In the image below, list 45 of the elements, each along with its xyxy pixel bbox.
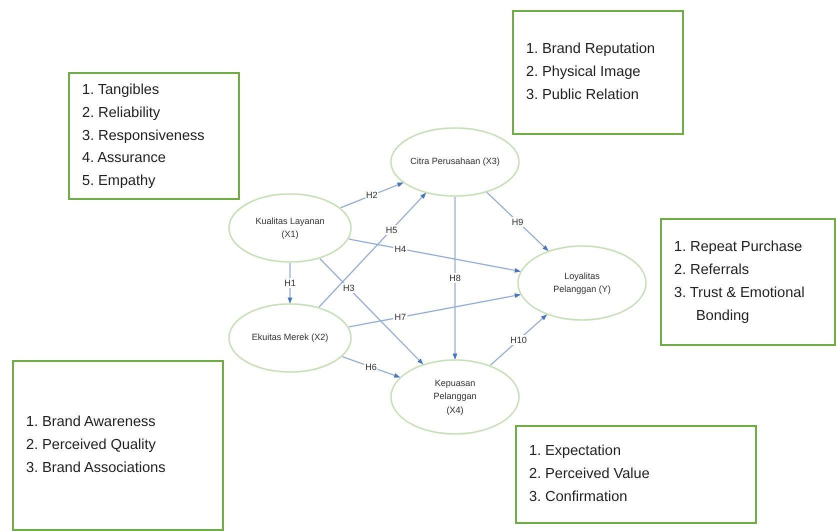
indicator-box <box>12 360 224 531</box>
indicator-box <box>515 425 757 524</box>
edge-label: H3 <box>342 283 356 294</box>
edge-label: H10 <box>509 335 528 345</box>
arrow <box>348 238 521 273</box>
edge-label: H7 <box>393 312 407 322</box>
indicator-item: 1. Tangibles <box>82 80 160 100</box>
indicator-item: 2. Physical Image <box>526 63 642 82</box>
indicator-item: 1. Expectation <box>529 442 622 462</box>
edge-label: H5 <box>384 224 398 235</box>
construct-name: Loyalitas Pelanggan (Y) <box>552 270 612 296</box>
edge-label: H2 <box>364 190 378 200</box>
construct-name: Kepuasan Pelanggan (X4) <box>432 377 478 417</box>
indicator-item: 1. Brand Reputation <box>526 40 656 60</box>
indicator-item: 3. Trust & Emotional Bonding <box>674 284 806 326</box>
arrow <box>320 258 424 364</box>
edge-label: H4 <box>393 244 407 254</box>
indicator-item: 3. Confirmation <box>529 488 628 507</box>
indicator-box <box>660 218 836 346</box>
construct-name: Ekuitas Merek (X2) <box>250 331 330 344</box>
indicator-item: 3. Brand Associations <box>26 458 166 478</box>
indicator-box <box>68 72 240 200</box>
indicator-item: 2. Perceived Quality <box>26 436 157 456</box>
arrow <box>340 182 404 208</box>
edge-label: H6 <box>364 362 378 372</box>
edge-label: H9 <box>510 216 524 227</box>
edge-label: H8 <box>448 273 462 283</box>
indicator-box <box>512 10 684 135</box>
indicator-item: 3. Responsiveness <box>82 126 206 146</box>
construct-name: Citra Perusahaan (X3) <box>409 155 501 168</box>
edge-label: H1 <box>283 278 297 288</box>
indicator-item: 2. Perceived Value <box>529 465 651 484</box>
indicator-item: 5. Empathy <box>82 172 156 192</box>
indicator-item: 1. Brand Awareness <box>26 413 157 432</box>
indicator-item: 2. Referrals <box>674 261 750 280</box>
arrow <box>452 197 458 360</box>
indicator-item: 3. Public Relation <box>526 86 640 105</box>
construct-name: Kualitas Layanan (X1) <box>254 214 326 241</box>
arrow <box>486 192 548 252</box>
arrow <box>348 293 521 328</box>
arrow <box>490 314 547 366</box>
arrow <box>318 192 426 308</box>
indicator-item: 2. Reliability <box>82 104 162 123</box>
indicator-item: 1. Repeat Purchase <box>674 238 804 258</box>
indicator-item: 4. Assurance <box>82 149 167 168</box>
